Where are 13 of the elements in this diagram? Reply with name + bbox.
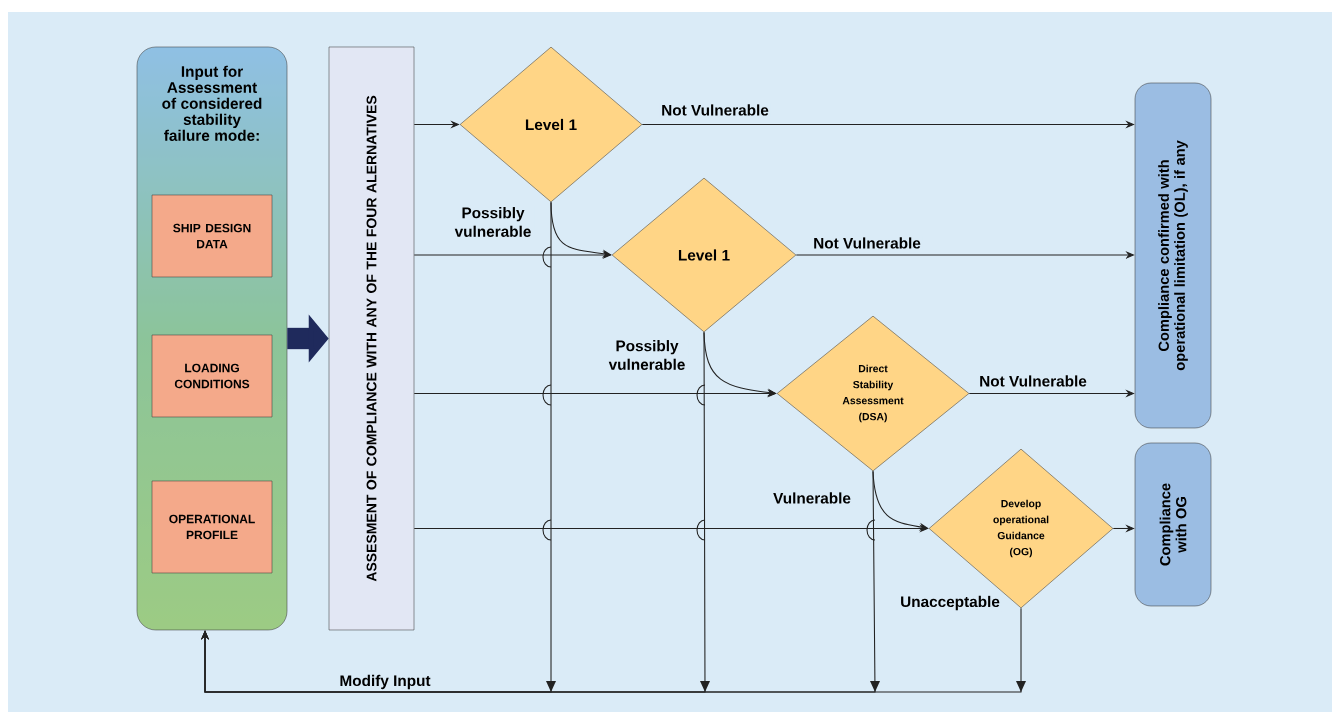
edge-label: Possibly vulnerable [605, 338, 689, 372]
edge-label: Not Vulnerable [811, 236, 923, 250]
result-box: Compliance confirmed with operational limitation (OL), if any [1134, 82, 1212, 429]
data-box: OPERATIONAL PROFILE [151, 480, 273, 574]
assessment-box: ASSESMENT OF COMPLIANCE WITH ANY OF THE FOUR ALERNATIVES [328, 46, 415, 631]
result-box: Compliance with OG [1134, 442, 1212, 607]
edge-label: Not Vulnerable [977, 374, 1089, 388]
data-box: LOADING CONDITIONS [151, 334, 273, 418]
data-box: SHIP DESIGN DATA [151, 194, 273, 278]
edge-label: Vulnerable [771, 491, 853, 505]
edge-label: Possibly vulnerable [451, 205, 535, 239]
edge-label: Not Vulnerable [659, 103, 771, 117]
arrow [200, 607, 1026, 693]
